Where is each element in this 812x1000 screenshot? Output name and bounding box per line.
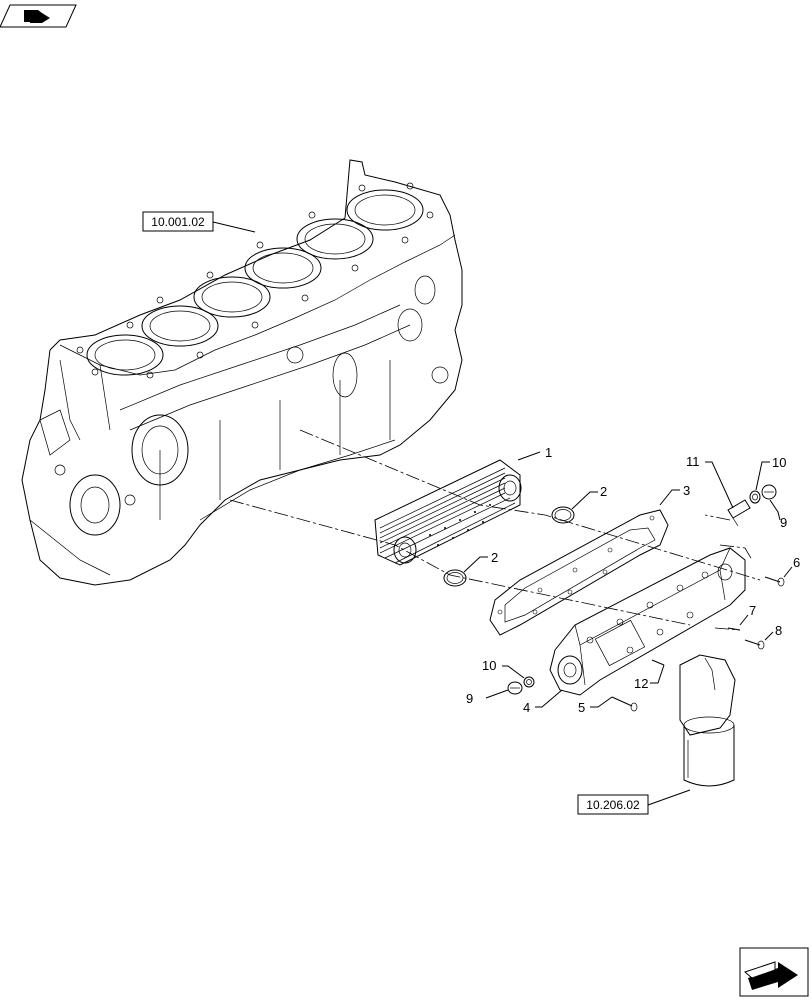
svg-text:8: 8 — [775, 623, 782, 638]
engine-block-reference[interactable]: 10.001.02 — [142, 211, 256, 233]
callout-9-upper: 9 — [769, 499, 787, 530]
callout-9-lower: 9 — [466, 689, 509, 706]
callout-6: 6 — [783, 555, 800, 578]
page-flip-icon[interactable] — [0, 4, 77, 28]
callout-10-lower: 10 — [482, 658, 525, 679]
svg-text:10: 10 — [772, 455, 786, 470]
callout-10-upper: 10 — [755, 455, 786, 491]
callout-2-lower: 2 — [463, 550, 498, 573]
callout-7: 7 — [739, 603, 756, 626]
stud-12 — [651, 659, 665, 666]
cylinder-bores — [86, 189, 424, 376]
bolt-6 — [764, 576, 785, 587]
oil-filter-reference-label: 10.206.02 — [586, 798, 640, 812]
oil-cooler — [374, 459, 522, 566]
next-page-arrow-icon[interactable] — [739, 947, 809, 997]
callout-2-upper: 2 — [571, 484, 607, 510]
svg-text:7: 7 — [749, 603, 756, 618]
head-bolt-holes — [76, 182, 434, 379]
callout-12: 12 — [634, 664, 665, 691]
callout-5: 5 — [578, 696, 613, 715]
svg-text:2: 2 — [600, 484, 607, 499]
bolt-8 — [744, 639, 765, 650]
o-ring-lower — [443, 569, 467, 587]
bolt-5 — [611, 696, 638, 712]
plug-9-lower — [507, 681, 523, 695]
svg-text:1: 1 — [545, 445, 552, 460]
callout-4: 4 — [523, 689, 563, 715]
sensor-11 — [727, 499, 751, 527]
alignment-lines — [229, 429, 761, 631]
engine-block — [21, 159, 463, 586]
svg-text:3: 3 — [683, 483, 690, 498]
washer-10-upper — [749, 490, 761, 504]
callout-11: 11 — [686, 454, 734, 509]
plug-9-upper — [761, 484, 777, 500]
svg-text:12: 12 — [634, 676, 648, 691]
washer-10-lower — [523, 676, 535, 688]
svg-text:2: 2 — [491, 550, 498, 565]
oil-filter-reference[interactable]: 10.206.02 — [577, 789, 691, 815]
svg-text:4: 4 — [523, 700, 530, 715]
o-ring-upper — [551, 506, 575, 524]
callout-1: 1 — [517, 445, 552, 461]
engine-block-reference-label: 10.001.02 — [151, 215, 205, 229]
svg-text:11: 11 — [686, 454, 700, 469]
svg-text:6: 6 — [793, 555, 800, 570]
svg-text:5: 5 — [578, 700, 585, 715]
svg-text:10: 10 — [482, 658, 496, 673]
callout-3: 3 — [659, 483, 690, 506]
oil-cooler-cover — [549, 547, 746, 696]
callout-8: 8 — [764, 623, 782, 641]
svg-text:9: 9 — [780, 515, 787, 530]
gasket — [489, 509, 669, 636]
pin-7 — [727, 627, 741, 631]
oil-filter — [679, 654, 736, 787]
svg-text:9: 9 — [466, 691, 473, 706]
